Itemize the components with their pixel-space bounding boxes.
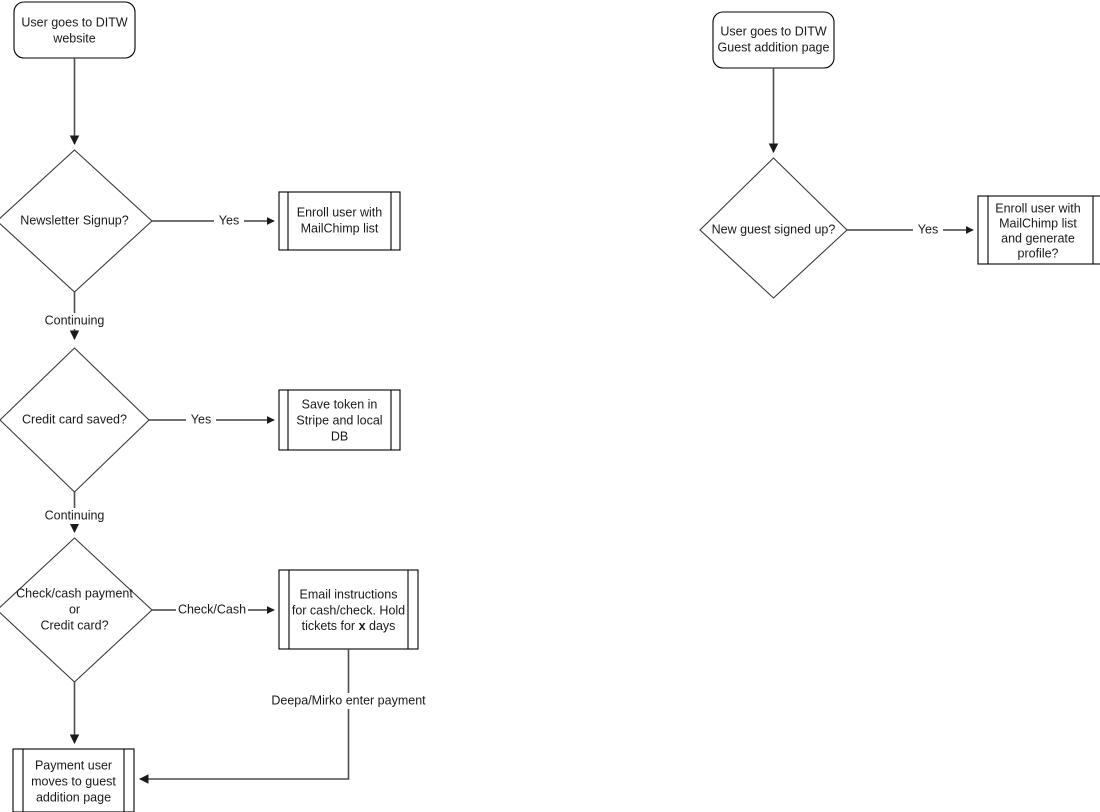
connector-newsletter-continuing: Continuing — [40, 292, 110, 340]
connector-payment-check-cash: Check/Cash — [152, 602, 275, 618]
enroll-generate-profile-label-line1: Enroll user with — [995, 201, 1080, 215]
enroll-mailchimp-label-line1: Enroll user with — [297, 205, 382, 219]
edge-label-guest-yes: Yes — [918, 222, 938, 236]
node-start-website[interactable]: User goes to DITW website — [13, 1, 136, 59]
connector-guest-yes: Yes — [847, 222, 974, 238]
enroll-mailchimp-shape — [278, 191, 401, 251]
payment-type-decision-label-line3: Credit card? — [40, 618, 108, 632]
node-save-token[interactable]: Save token in Stripe and local DB — [278, 389, 401, 451]
enroll-generate-profile-label-line3: and generate — [1001, 231, 1075, 245]
new-guest-decision-label: New guest signed up? — [712, 222, 836, 236]
node-enroll-generate-profile[interactable]: Enroll user with MailChimp list and gene… — [977, 195, 1100, 265]
edge-label-credit-card-continuing: Continuing — [45, 508, 105, 522]
connector-credit-card-yes: Yes — [149, 412, 275, 428]
payment-type-decision-label-line1: Check/cash payment — [16, 586, 133, 600]
edge-label-deepa-mirko: Deepa/Mirko enter payment — [271, 693, 426, 707]
newsletter-decision-label: Newsletter Signup? — [20, 213, 128, 227]
email-instructions-line3-post: days — [366, 619, 396, 633]
node-newsletter-decision[interactable]: Newsletter Signup? — [0, 149, 153, 293]
payment-user-moves-label-line1: Payment user — [35, 758, 112, 772]
node-credit-card-decision[interactable]: Credit card saved? — [0, 347, 150, 493]
node-email-instructions[interactable]: Email instructions for cash/check. Hold … — [278, 569, 419, 650]
start-guest-page-label-line2: Guest addition page — [718, 40, 830, 54]
node-payment-type-decision[interactable]: Check/cash payment or Credit card? — [0, 537, 153, 683]
save-token-shape — [278, 389, 401, 451]
node-payment-user-moves[interactable]: Payment user moves to guest addition pag… — [12, 748, 135, 812]
payment-user-moves-label-line2: moves to guest — [31, 774, 116, 788]
node-enroll-mailchimp[interactable]: Enroll user with MailChimp list — [278, 191, 401, 251]
email-instructions-label-line2: for cash/check. Hold — [292, 603, 405, 617]
enroll-generate-profile-label-line2: MailChimp list — [999, 216, 1077, 230]
start-website-label-line2: website — [52, 31, 95, 45]
enroll-generate-profile-shape — [977, 195, 1100, 265]
start-guest-page-label-line1: User goes to DITW — [720, 24, 826, 38]
email-instructions-label-line1: Email instructions — [300, 587, 398, 601]
enroll-mailchimp-label-line2: MailChimp list — [301, 221, 379, 235]
email-instructions-label-line3: tickets for x days — [302, 619, 396, 633]
save-token-label-line1: Save token in — [302, 397, 378, 411]
node-start-guest-page[interactable]: User goes to DITW Guest addition page — [712, 11, 835, 69]
save-token-label-line2: Stripe and local — [296, 413, 382, 427]
payment-user-moves-shape — [12, 748, 135, 812]
start-website-shape — [13, 1, 136, 59]
payment-user-moves-label-line3: addition page — [36, 790, 111, 804]
new-guest-decision-shape — [699, 157, 848, 299]
credit-card-decision-label: Credit card saved? — [22, 412, 127, 426]
save-token-label-line3: DB — [331, 429, 348, 443]
connector-email-to-payment-user: Deepa/Mirko enter payment — [139, 649, 428, 784]
edge-label-payment-check-cash: Check/Cash — [178, 602, 246, 616]
payment-type-decision-label-line2: or — [69, 602, 80, 616]
edge-label-credit-card-yes: Yes — [191, 412, 211, 426]
email-instructions-line3-pre: tickets for — [302, 619, 359, 633]
connector-credit-card-continuing: Continuing — [40, 492, 110, 533]
edge-label-newsletter-continuing: Continuing — [45, 313, 105, 327]
email-instructions-line3-bold: x — [359, 619, 366, 633]
enroll-generate-profile-label-line4: profile? — [1018, 246, 1059, 260]
edge-label-newsletter-yes: Yes — [219, 213, 239, 227]
node-new-guest-decision[interactable]: New guest signed up? — [699, 157, 848, 299]
start-website-label-line1: User goes to DITW — [21, 15, 127, 29]
connector-newsletter-yes: Yes — [152, 213, 275, 229]
